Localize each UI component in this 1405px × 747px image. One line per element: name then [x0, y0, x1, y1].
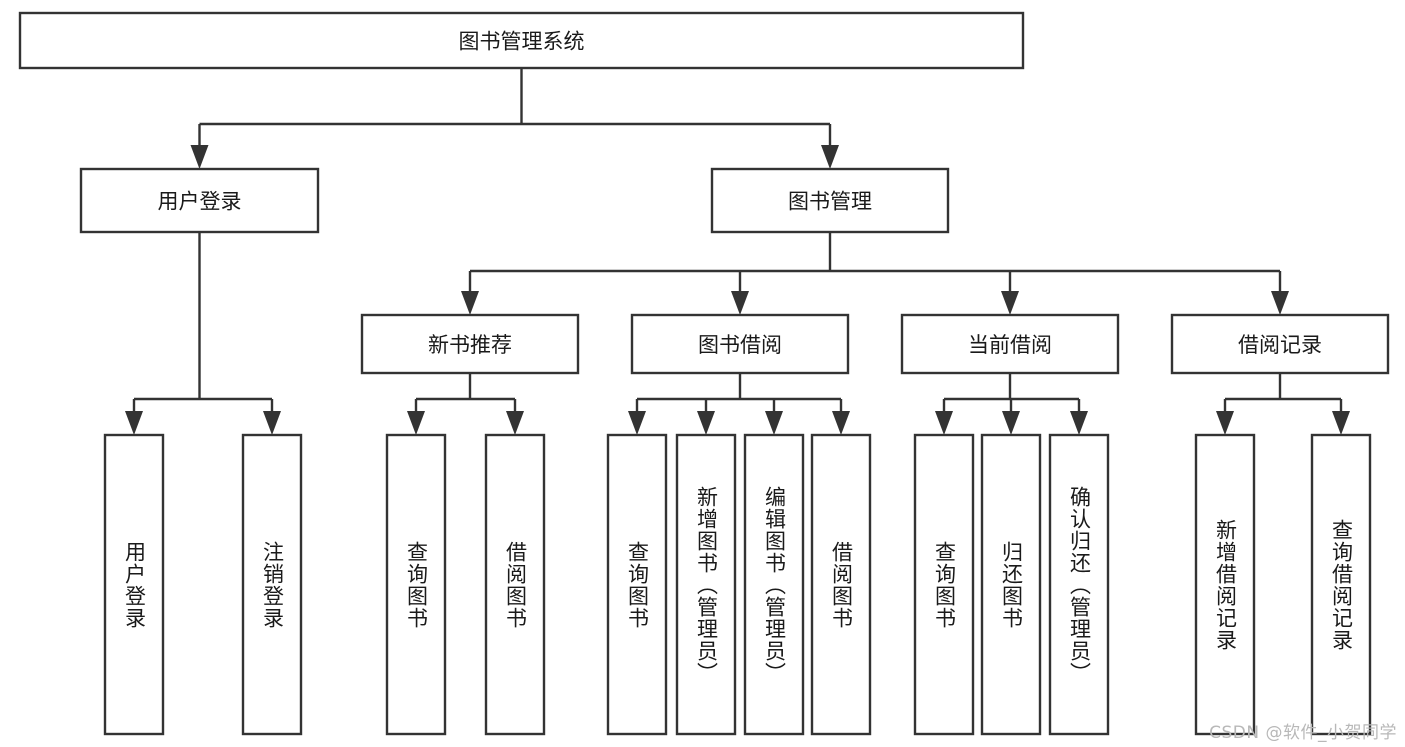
node-root-label: 图书管理系统	[459, 30, 585, 54]
arrow-head-icon-leaf-query-book-2	[628, 411, 646, 435]
node-leaf-borrow-book-1[interactable]	[484, 433, 546, 736]
node-leaf-query-book-3[interactable]	[913, 433, 975, 736]
node-leaf-logout-login[interactable]	[241, 433, 303, 736]
arrow-head-icon-leaf-query-book-3	[935, 411, 953, 435]
node-leaf-borrow-book-2[interactable]	[810, 433, 872, 736]
node-current-borrow[interactable]	[900, 313, 1120, 375]
node-current-borrow-label: 当前借阅	[968, 333, 1052, 357]
node-leaf-query-book-2[interactable]	[606, 433, 668, 736]
arrow-head-icon-l3-2	[1001, 291, 1019, 315]
watermark-text: CSDN @软件_小贺同学	[1209, 723, 1397, 743]
node-leaf-query-book-1[interactable]	[385, 433, 447, 736]
arrow-head-icon-leaf-return-book	[1002, 411, 1020, 435]
node-box-layer	[18, 11, 1390, 736]
arrow-head-icon-leaf-query-borrow-record	[1332, 411, 1350, 435]
arrow-head-icon-l3-0	[461, 291, 479, 315]
arrow-head-icon-l3-1	[731, 291, 749, 315]
node-leaf-query-borrow-record[interactable]	[1310, 433, 1372, 736]
arrow-head-icon-leaf-user-login	[125, 411, 143, 435]
node-book-borrow[interactable]	[630, 313, 850, 375]
node-leaf-confirm-return-admin[interactable]	[1048, 433, 1110, 736]
node-user-login[interactable]	[79, 167, 320, 234]
node-leaf-edit-book-admin[interactable]	[743, 433, 805, 736]
node-user-login-label: 用户登录	[158, 190, 242, 214]
arrow-head-icon-leaf-borrow-book-1	[506, 411, 524, 435]
node-root-book-management-system[interactable]	[18, 11, 1025, 70]
arrow-head-icon-l3-3	[1271, 291, 1289, 315]
arrow-head-icon-leaf-query-book-1	[407, 411, 425, 435]
node-new-book-recommend[interactable]	[360, 313, 580, 375]
node-borrow-record[interactable]	[1170, 313, 1390, 375]
node-book-manage[interactable]	[710, 167, 950, 234]
node-borrow-record-label: 借阅记录	[1238, 333, 1322, 357]
node-leaf-return-book[interactable]	[980, 433, 1042, 736]
node-new-book-recommend-label: 新书推荐	[428, 333, 512, 357]
arrow-head-icon-l2-0	[190, 145, 209, 169]
arrow-head-icon-leaf-add-book-admin	[697, 411, 715, 435]
node-book-manage-label: 图书管理	[788, 190, 872, 214]
arrow-head-icon-leaf-add-borrow-record	[1216, 411, 1234, 435]
arrow-head-icon-leaf-edit-book-admin	[765, 411, 783, 435]
node-book-borrow-label: 图书借阅	[698, 333, 782, 357]
arrow-head-icon-leaf-confirm-return-admin	[1070, 411, 1088, 435]
node-leaf-add-borrow-record[interactable]	[1194, 433, 1256, 736]
connector-layer	[125, 68, 1350, 435]
arrow-head-icon-leaf-borrow-book-2	[832, 411, 850, 435]
arrow-head-icon-l2-1	[821, 145, 839, 169]
node-leaf-add-book-admin[interactable]	[675, 433, 737, 736]
node-leaf-user-login[interactable]	[103, 433, 165, 736]
arrow-head-icon-leaf-logout-login	[263, 411, 281, 435]
